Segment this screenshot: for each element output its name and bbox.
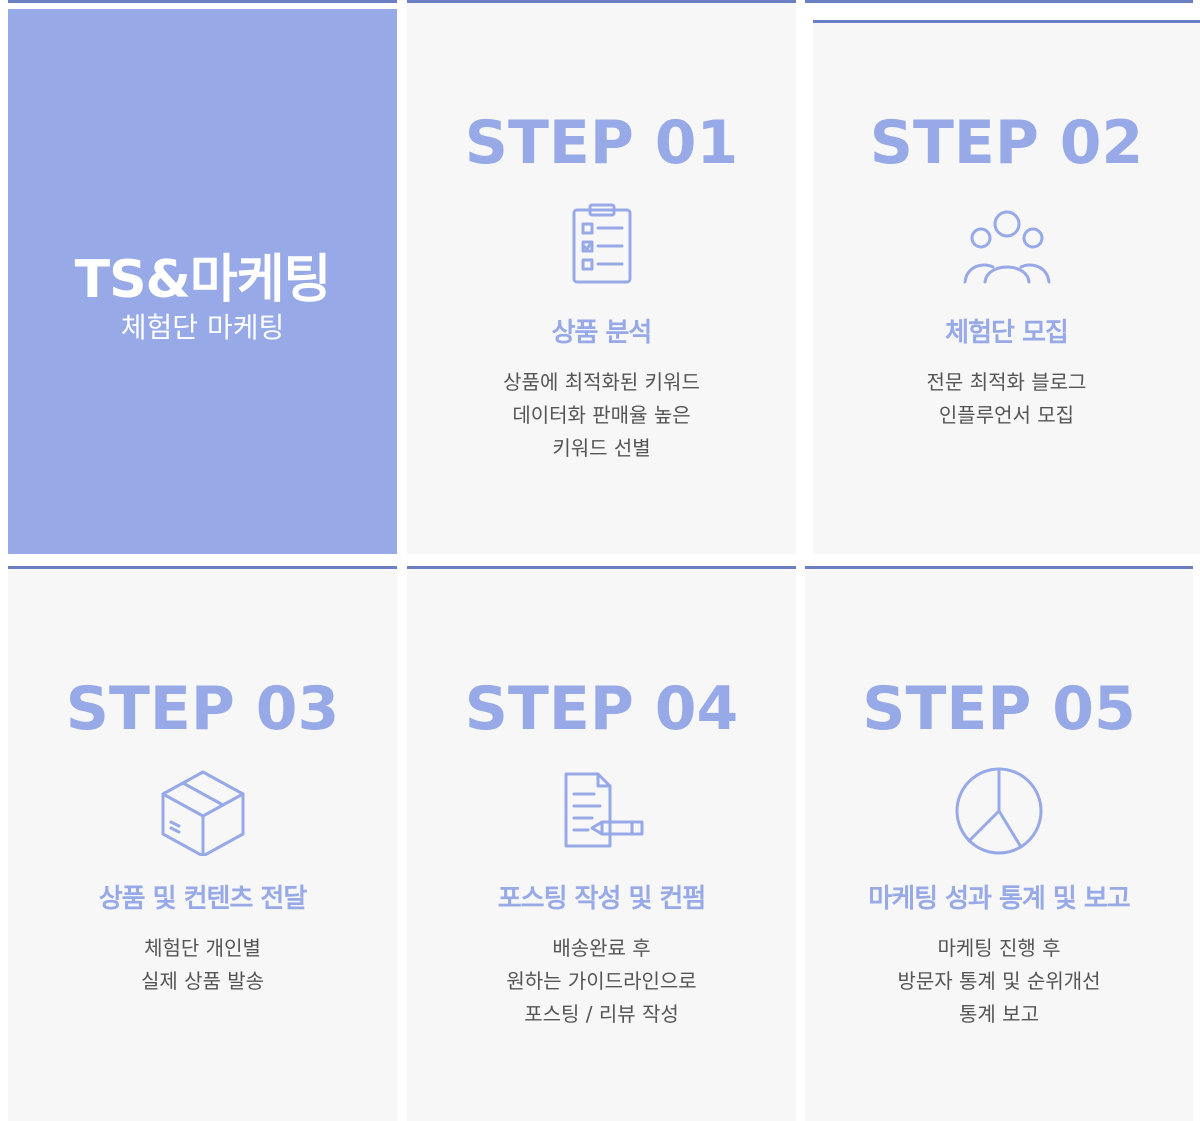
description-line: 체험단 개인별 [144, 936, 261, 960]
description-line: 키워드 선별 [552, 436, 651, 460]
brand-subtitle: 체험단 마케팅 [120, 311, 285, 344]
step-title: 체험단 모집 [945, 318, 1069, 348]
step-label: STEP 01 [464, 108, 739, 178]
description-line: 마케팅 진행 후 [937, 936, 1061, 960]
step-label: STEP 05 [862, 674, 1136, 744]
description-line: 원하는 가이드라인으로 [506, 969, 697, 993]
description-line: 인플루언서 모집 [938, 403, 1075, 427]
step-card-02-inner: STEP 02 체험단 모집 전문 최적화 블로그 인플루언서 모집 [813, 0, 1200, 554]
step-label: STEP 03 [65, 674, 340, 744]
step-title: 상품 및 컨텐츠 전달 [98, 884, 308, 914]
brand-card: TS&마케팅 체험단 마케팅 [8, 9, 397, 554]
group-users-icon [957, 200, 1057, 290]
brand-title: TS&마케팅 [74, 250, 332, 310]
step-description: 마케팅 진행 후 방문자 통계 및 순위개선 통계 보고 [805, 932, 1193, 1031]
description-line: 상품에 최적화된 키워드 [503, 370, 700, 394]
step-description: 전문 최적화 블로그 인플루언서 모집 [813, 366, 1200, 432]
step-description: 체험단 개인별 실제 상품 발송 [8, 932, 397, 998]
step-card-02: STEP 02 체험단 모집 전문 최적화 블로그 인플루언서 모집 [813, 20, 1200, 554]
top-divider [8, 0, 397, 3]
description-line: 통계 보고 [959, 1002, 1039, 1026]
step-label: STEP 02 [869, 108, 1144, 178]
description-line: 데이터화 판매율 높은 [512, 403, 691, 427]
step-card-03: STEP 03 상품 및 컨텐츠 전달 체험단 개인별 실제 상품 발송 [8, 566, 397, 1121]
description-line: 실제 상품 발송 [140, 969, 265, 993]
step-title: 포스팅 작성 및 컨펌 [497, 884, 707, 914]
step-card-01: STEP 01 상품 분석 상품에 최적화된 키워드 데이터화 판매율 높은 키… [407, 0, 796, 554]
step-card-05: STEP 05 마케팅 성과 통계 및 보고 마케팅 진행 후 방문자 통계 및… [805, 566, 1193, 1121]
box-icon [153, 766, 253, 858]
description-line: 배송완료 후 [552, 936, 651, 960]
step-description: 배송완료 후 원하는 가이드라인으로 포스팅 / 리뷰 작성 [407, 932, 796, 1031]
step-description: 상품에 최적화된 키워드 데이터화 판매율 높은 키워드 선별 [407, 366, 796, 465]
document-pencil-icon [552, 766, 652, 856]
step-title: 상품 분석 [551, 318, 653, 348]
top-divider [805, 0, 1193, 3]
description-line: 방문자 통계 및 순위개선 [897, 969, 1101, 993]
pie-chart-icon [949, 766, 1049, 856]
description-line: 포스팅 / 리뷰 작성 [524, 1002, 679, 1026]
step-title: 마케팅 성과 통계 및 보고 [868, 884, 1130, 914]
description-line: 전문 최적화 블로그 [926, 370, 1087, 394]
step-label: STEP 04 [464, 674, 739, 744]
clipboard-checklist-icon [552, 200, 652, 290]
step-card-04: STEP 04 포스팅 작성 및 컨펌 배송완료 후 원하는 가이드라인으로 포… [407, 566, 796, 1121]
